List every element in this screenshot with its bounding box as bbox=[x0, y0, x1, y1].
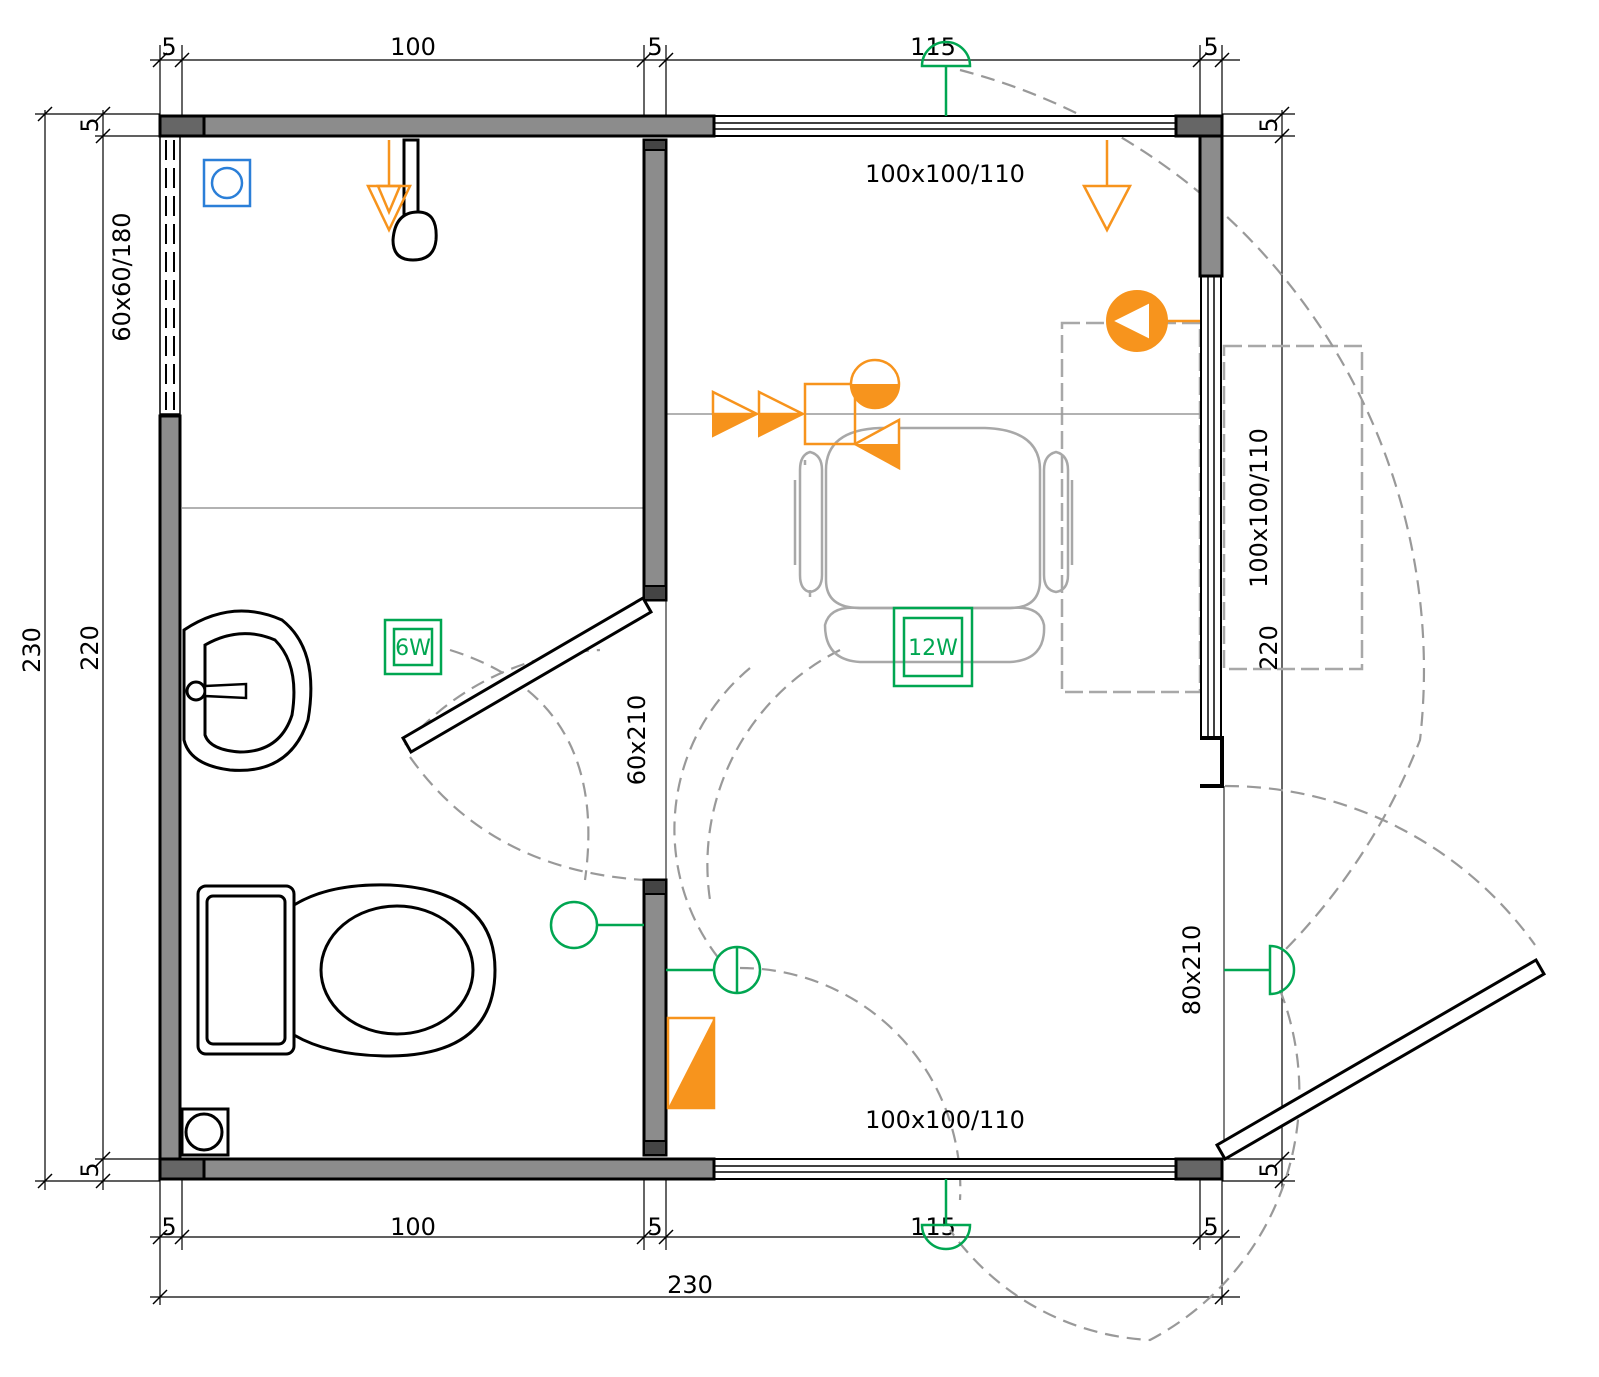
armchair bbox=[793, 426, 1074, 664]
dim-top-5: 5 bbox=[1203, 33, 1218, 61]
heating-symbols bbox=[366, 140, 1200, 1110]
dim-left-top-thickness: 5 bbox=[76, 117, 104, 132]
door-interior-label: 60x210 bbox=[623, 695, 651, 786]
interior-door-leaf bbox=[400, 595, 654, 755]
door-swings bbox=[404, 68, 1536, 1342]
dimension-labels: 5 100 5 115 5 5 100 5 115 5 230 230 220 … bbox=[18, 33, 1283, 1299]
dim-top-2: 100 bbox=[390, 33, 436, 61]
lamp-room-label: 12W bbox=[908, 636, 958, 661]
window-bottom-label: 100x100/110 bbox=[865, 1106, 1025, 1134]
dim-right-inner-height: 220 bbox=[1255, 625, 1283, 671]
window-bathroom-side bbox=[159, 135, 181, 415]
floor-drain bbox=[180, 1107, 230, 1157]
dim-right-top-thickness: 5 bbox=[1255, 117, 1283, 132]
walls bbox=[158, 114, 1224, 1181]
dim-bottom-5: 5 bbox=[1203, 1213, 1218, 1241]
dim-top-1: 5 bbox=[161, 33, 176, 61]
dim-overall-width: 230 bbox=[667, 1271, 713, 1299]
dim-bottom-4: 115 bbox=[910, 1213, 956, 1241]
shelf-lines bbox=[182, 413, 1200, 509]
sink bbox=[182, 609, 313, 772]
electrical-symbols bbox=[383, 40, 1296, 1251]
window-top bbox=[713, 115, 1177, 137]
window-top-label: 100x100/110 bbox=[865, 160, 1025, 188]
dim-bottom-2: 100 bbox=[390, 1213, 436, 1241]
ventilation-icon bbox=[202, 158, 252, 208]
dimension-lines bbox=[35, 45, 1295, 1305]
entrance-door-leaf bbox=[1214, 957, 1547, 1162]
window-bathroom-label: 60x60/180 bbox=[108, 212, 136, 341]
window-right bbox=[1200, 275, 1222, 739]
window-bottom bbox=[713, 1158, 1177, 1180]
toilet bbox=[196, 883, 497, 1058]
window-right-label: 100x100/110 bbox=[1245, 428, 1273, 588]
dim-inner-height: 220 bbox=[76, 625, 104, 671]
shower-head bbox=[391, 138, 438, 262]
dim-left-bottom-thickness: 5 bbox=[76, 1162, 104, 1177]
lamp-bathroom-label: 6W bbox=[395, 636, 431, 661]
entrance-door-frame bbox=[665, 600, 1225, 1159]
dim-bottom-1: 5 bbox=[161, 1213, 176, 1241]
dim-bottom-3: 5 bbox=[647, 1213, 662, 1241]
door-entrance-label: 80x210 bbox=[1178, 925, 1206, 1016]
dim-right-bottom-thickness: 5 bbox=[1255, 1162, 1283, 1177]
dim-overall-height: 230 bbox=[18, 627, 46, 673]
dim-top-3: 5 bbox=[647, 33, 662, 61]
